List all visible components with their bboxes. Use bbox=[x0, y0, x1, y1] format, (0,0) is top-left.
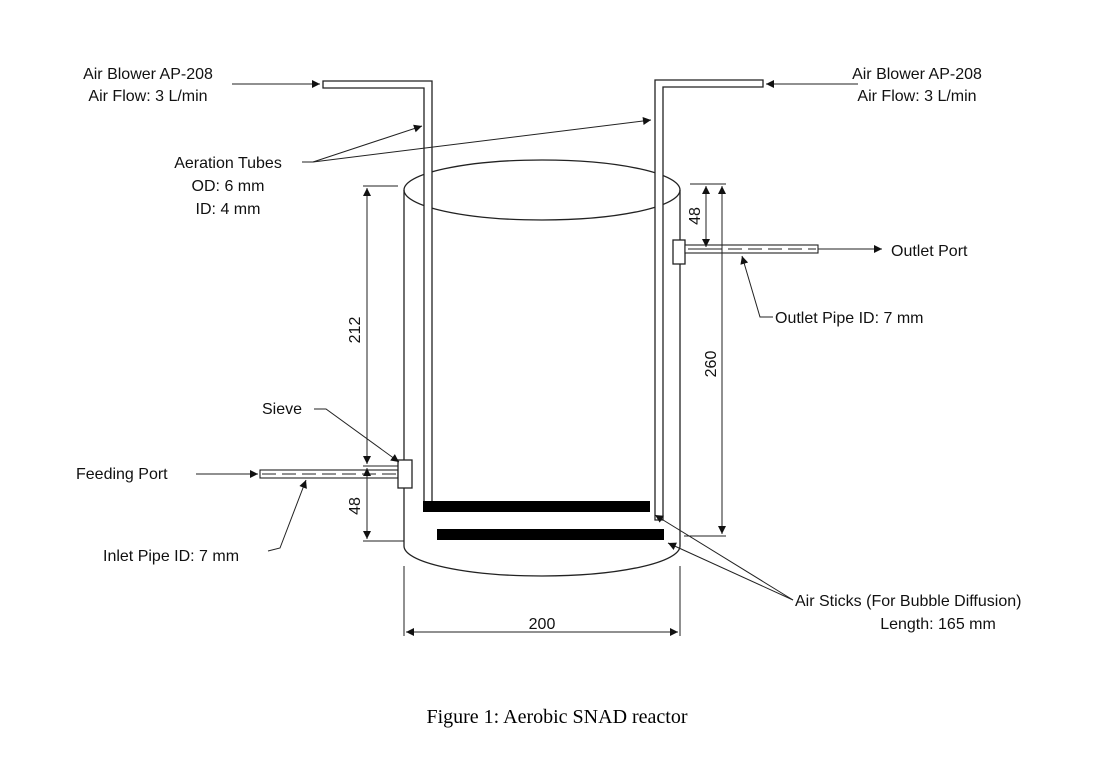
inlet-fitting bbox=[397, 459, 413, 489]
air-stick-upper bbox=[423, 501, 650, 512]
sieve-label: Sieve bbox=[262, 401, 302, 418]
reactor-vessel bbox=[403, 159, 681, 577]
aeration-tubes-od: OD: 6 mm bbox=[192, 178, 265, 195]
outlet-fitting bbox=[672, 239, 686, 265]
outlet-pipe-leader bbox=[740, 255, 773, 318]
reactor-bottom bbox=[403, 545, 681, 577]
blower-right-name: Air Blower AP-208 bbox=[852, 66, 982, 83]
feeding-port-assembly bbox=[196, 459, 413, 489]
inlet-pipe-leader bbox=[267, 479, 307, 552]
dimension-260 bbox=[684, 186, 726, 537]
blower-right-flow: Air Flow: 3 L/min bbox=[857, 88, 976, 105]
aeration-tubes-leader bbox=[302, 117, 652, 163]
dimension-200 bbox=[403, 566, 681, 636]
figure-caption: Figure 1: Aerobic SNAD reactor bbox=[426, 706, 687, 728]
aeration-tube-left bbox=[322, 80, 433, 507]
air-stick-lower bbox=[437, 529, 664, 540]
dim-label-48-inlet: 48 bbox=[347, 497, 364, 515]
feeding-port-label: Feeding Port bbox=[76, 466, 168, 483]
outlet-pipe-label: Outlet Pipe ID: 7 mm bbox=[775, 310, 924, 327]
air-sticks-leader bbox=[654, 514, 794, 601]
dimension-48-outlet bbox=[690, 183, 726, 250]
dim-label-200: 200 bbox=[529, 616, 556, 633]
air-sticks-label: Air Sticks (For Bubble Diffusion) bbox=[795, 593, 1021, 610]
air-sticks-length: Length: 165 mm bbox=[880, 616, 996, 633]
dim-label-212: 212 bbox=[347, 317, 364, 344]
blower-left-flow: Air Flow: 3 L/min bbox=[88, 88, 207, 105]
aeration-tubes-id: ID: 4 mm bbox=[196, 201, 261, 218]
dim-label-260: 260 bbox=[703, 351, 720, 378]
aeration-tube-right bbox=[654, 79, 764, 521]
sieve-leader bbox=[314, 408, 400, 463]
dimension-48-inlet bbox=[363, 468, 404, 542]
dimension-212 bbox=[363, 185, 398, 467]
outlet-port-label: Outlet Port bbox=[891, 243, 968, 260]
aeration-tubes-label: Aeration Tubes bbox=[174, 155, 282, 172]
inlet-pipe-label: Inlet Pipe ID: 7 mm bbox=[103, 548, 239, 565]
blower-left-name: Air Blower AP-208 bbox=[83, 66, 213, 83]
outlet-port-assembly bbox=[672, 239, 882, 265]
dim-label-48-outlet: 48 bbox=[687, 207, 704, 225]
reactor-top-rim bbox=[403, 159, 681, 221]
